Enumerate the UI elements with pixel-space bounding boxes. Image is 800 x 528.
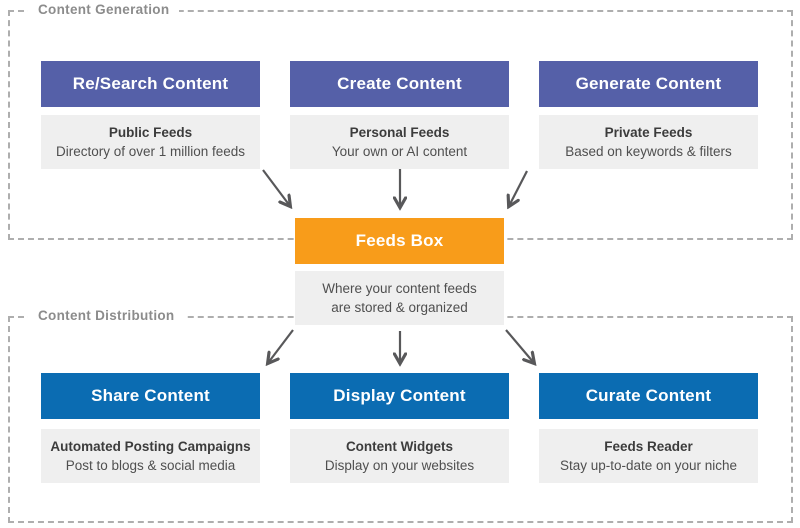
automated-posting-title: Automated Posting Campaigns [50,439,251,454]
private-feeds-desc: Based on keywords & filters [565,144,732,159]
content-distribution-section: Content Distribution [8,308,793,523]
content-widgets-desc: Display on your websites [324,458,475,473]
curate-content-card: Feeds Reader Stay up-to-date on your nic… [539,429,758,483]
public-feeds-title: Public Feeds [108,125,193,140]
feeds-box-card: Where your content feeds are stored & or… [295,271,504,325]
generate-content-header: Generate Content [539,61,758,107]
content-distribution-label: Content Distribution [28,308,185,323]
research-content-card: Public Feeds Directory of over 1 million… [41,115,260,169]
content-widgets-title: Content Widgets [345,439,454,454]
curate-content-header: Curate Content [539,373,758,419]
create-content-header: Create Content [290,61,509,107]
personal-feeds-desc: Your own or AI content [331,144,468,159]
private-feeds-title: Private Feeds [604,125,693,140]
public-feeds-desc: Directory of over 1 million feeds [55,144,246,159]
personal-feeds-title: Personal Feeds [349,125,450,140]
feeds-reader-title: Feeds Reader [604,439,693,454]
share-content-card: Automated Posting Campaigns Post to blog… [41,429,260,483]
content-generation-label: Content Generation [28,2,180,17]
share-content-header: Share Content [41,373,260,419]
display-content-card: Content Widgets Display on your websites [290,429,509,483]
create-content-card: Personal Feeds Your own or AI content [290,115,509,169]
automated-posting-desc: Post to blogs & social media [65,458,236,473]
display-content-header: Display Content [290,373,509,419]
feeds-box-desc-line1: Where your content feeds [322,281,477,296]
feeds-box-header: Feeds Box [295,218,504,264]
generate-content-card: Private Feeds Based on keywords & filter… [539,115,758,169]
feeds-reader-desc: Stay up-to-date on your niche [559,458,738,473]
research-content-header: Re/Search Content [41,61,260,107]
feeds-box-desc-line2: are stored & organized [331,300,468,315]
